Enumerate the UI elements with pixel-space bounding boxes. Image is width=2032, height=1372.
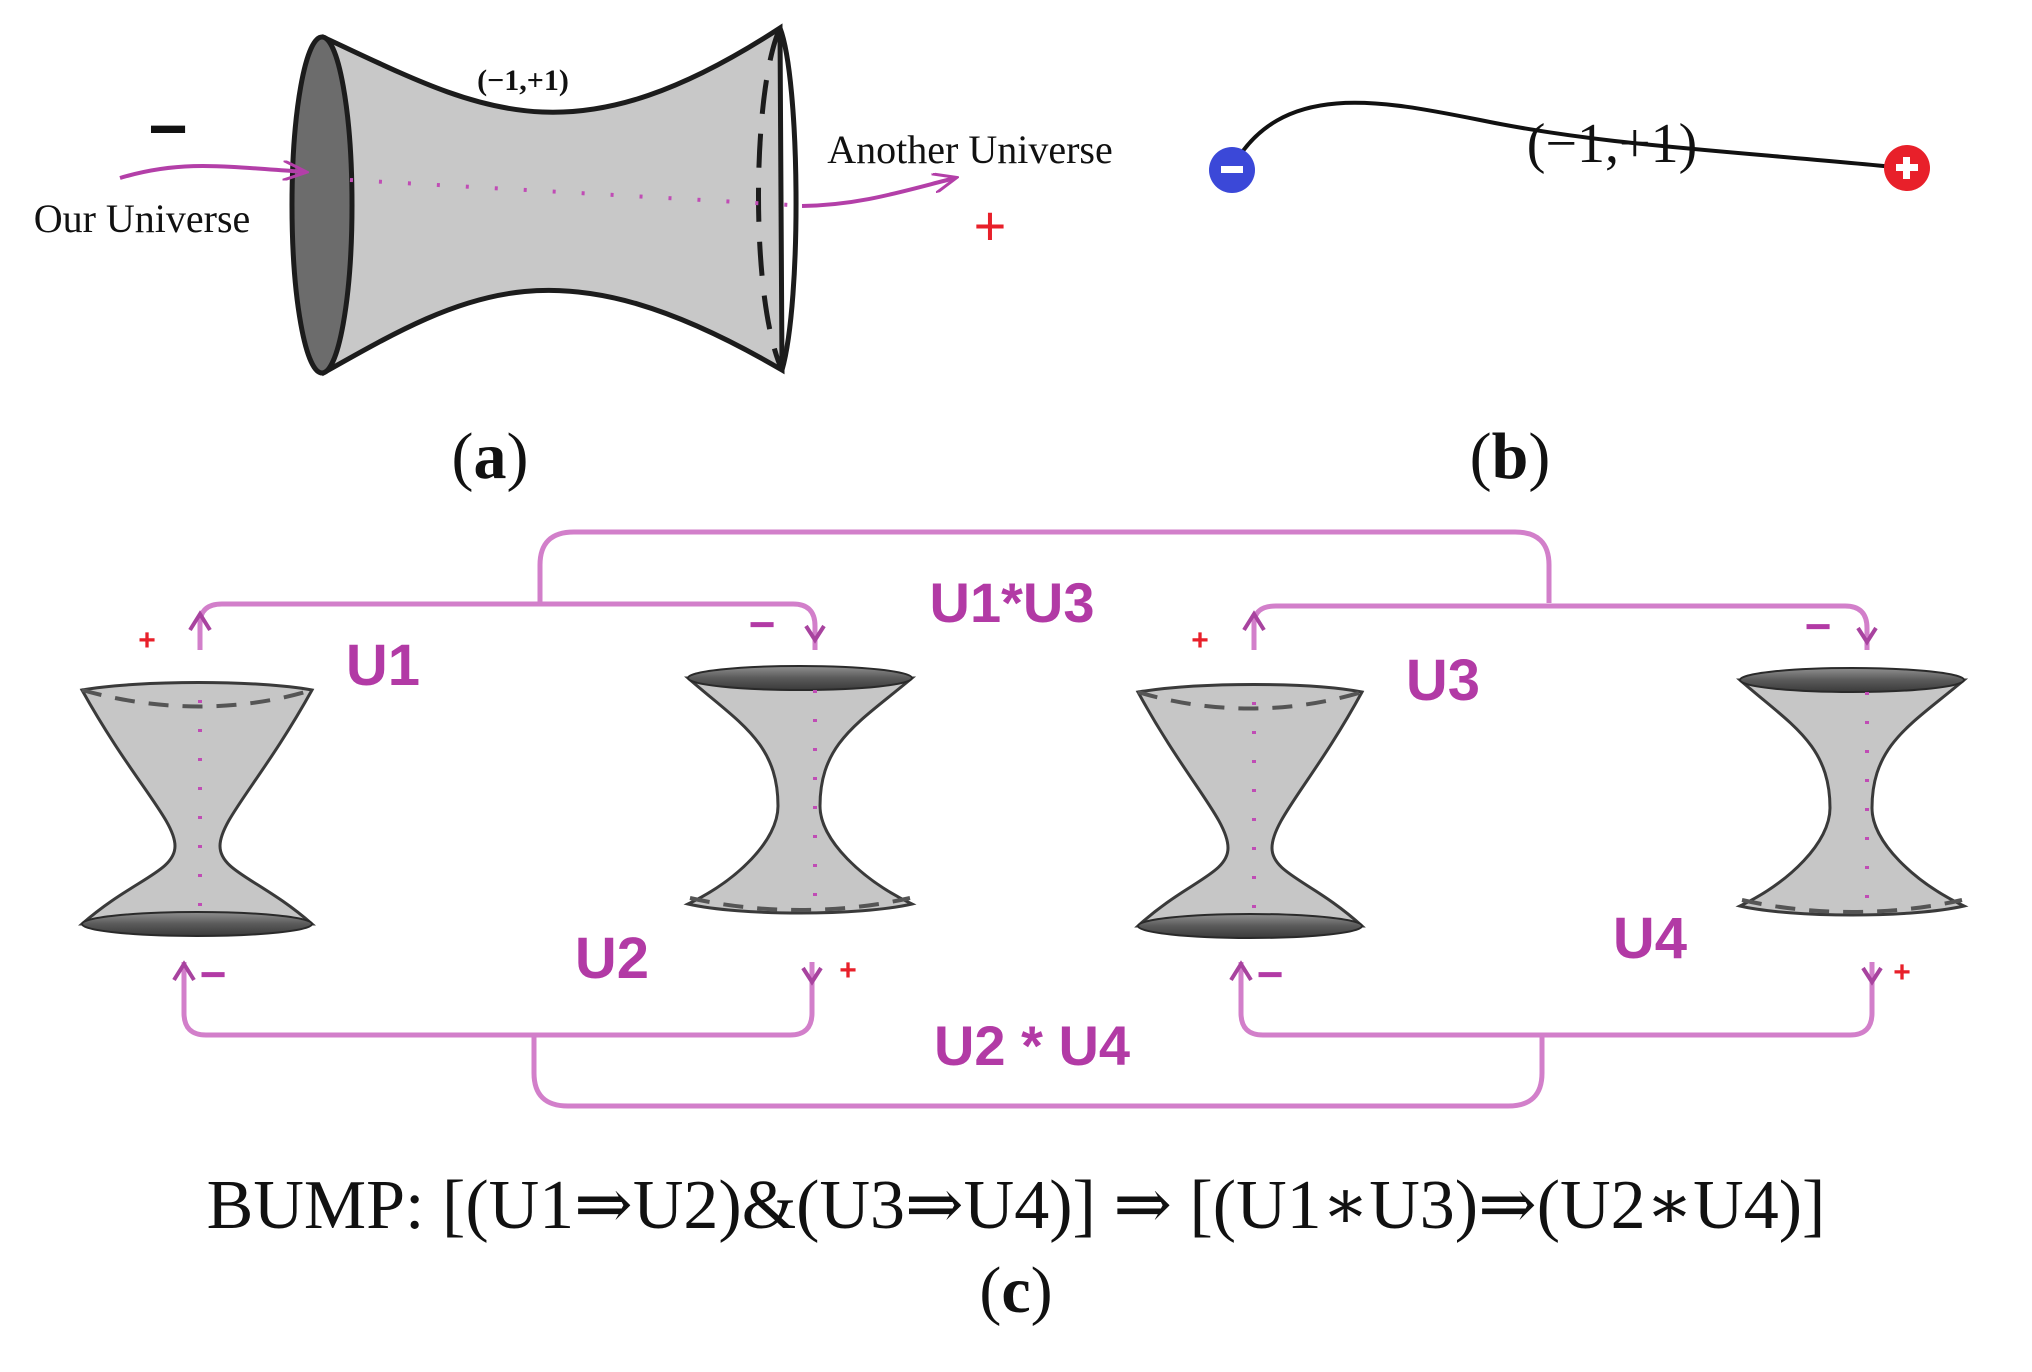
arrow-u2-down [801, 966, 823, 986]
negative-charge-bar [1221, 166, 1243, 173]
label-u2: U2 [575, 926, 649, 991]
plus-w3: + [1191, 624, 1209, 657]
bottom-join-loop [531, 1035, 1545, 1109]
arrow-u3-down [1856, 626, 1878, 646]
plus-w4-bottom: + [1893, 956, 1911, 989]
arrow-u4-down [1861, 966, 1883, 986]
u4-wire [1238, 962, 1875, 1038]
right-mouth-rim [777, 27, 799, 371]
top-join-loop [537, 529, 1552, 603]
right-mouth-dashed [756, 26, 785, 372]
arrow-u1-up [188, 610, 212, 632]
minus-w4-top: − [1805, 600, 1832, 652]
label-u2-u4: U2 * U4 [934, 1014, 1130, 1077]
outgoing-arrow [801, 178, 955, 208]
arrow-u4-up [1229, 960, 1253, 982]
label-u3: U3 [1406, 648, 1480, 713]
plus-w1: + [138, 624, 156, 657]
panel-b: (−1,+1) (b) [1209, 100, 1930, 493]
bump-formula: BUMP: [(U1⇒U2)&(U3⇒U4)] ⇒ [(U1∗U3)⇒(U2∗U… [207, 1167, 1826, 1244]
plus-sign-a: + [974, 194, 1007, 257]
another-universe-label: Another Universe [827, 127, 1112, 172]
incoming-arrow [119, 166, 305, 178]
label-u4: U4 [1613, 906, 1687, 971]
label-u1: U1 [346, 633, 420, 698]
panel-c: U1 U2 U3 U4 U1*U3 U2 * U4 + − − + + − − … [78, 529, 1969, 1327]
wormhole-2 [683, 665, 917, 915]
caption-letter-a: a [474, 420, 507, 493]
arrow-u3-up [1242, 610, 1266, 632]
panel-a: − (−1,+1) Our Universe Another Universe … [34, 23, 1113, 493]
left-mouth [289, 34, 355, 376]
label-u1-u3: U1*U3 [930, 571, 1095, 634]
caption-c: (c) [979, 1254, 1052, 1327]
minus-w2-top: − [749, 598, 776, 650]
caption-b: (b) [1470, 420, 1551, 493]
minus-w3-bottom: − [1257, 948, 1284, 1000]
throat-label-a: (−1,+1) [477, 64, 569, 97]
arrow-u1-down [804, 624, 826, 644]
our-universe-label: Our Universe [34, 196, 251, 241]
string-label: (−1,+1) [1527, 113, 1697, 175]
u1-wire [197, 601, 818, 650]
caption-a: (a) [452, 420, 529, 493]
caption-letter-c: c [1001, 1254, 1030, 1327]
positive-charge-bar-v [1903, 157, 1910, 179]
wormhole-4 [1735, 667, 1969, 917]
minus-w1-bottom: − [200, 948, 227, 1000]
u2-wire [181, 962, 815, 1038]
arrow-u2-up [172, 960, 196, 982]
wormhole-3 [1134, 683, 1366, 939]
caption-letter-b: b [1492, 420, 1529, 493]
plus-w2-bottom: + [839, 954, 857, 987]
u3-wire [1251, 603, 1870, 650]
string-curve [1230, 100, 1906, 170]
minus-sign-a: − [148, 91, 188, 167]
wormhole-1 [78, 681, 316, 937]
